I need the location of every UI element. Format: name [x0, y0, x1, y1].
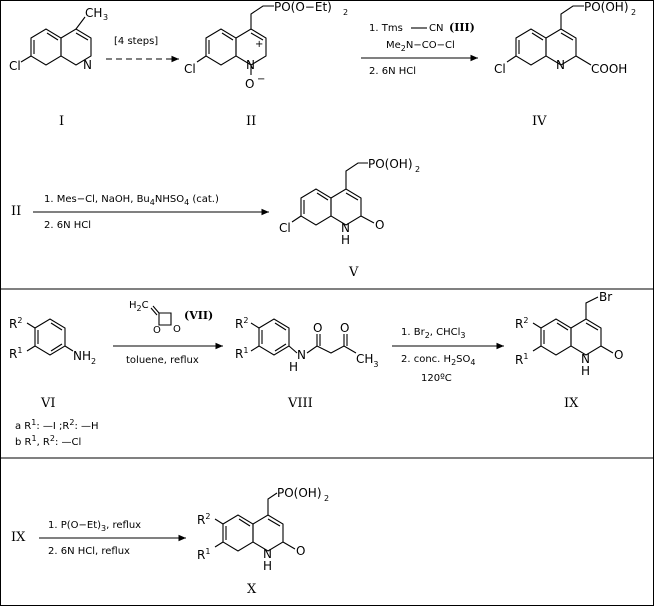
atom-cl: Cl [279, 221, 291, 235]
atom-r2: R2 [197, 512, 210, 527]
group-po-et: PO(O−Et) [274, 1, 332, 14]
label-I: I [59, 114, 64, 129]
label-IV: IV [532, 114, 547, 129]
cond-r2-line3: 2. 6N HCl [369, 66, 416, 77]
atom-r2: R2 [515, 316, 528, 331]
compound-V-structure: Cl PO(OH) 2 N H O [279, 157, 420, 247]
label-IX-start: IX [11, 530, 26, 545]
atom-o: O [375, 218, 384, 232]
atom-r1: R1 [197, 547, 210, 562]
label-III: (III) [449, 21, 475, 34]
atom-o-carbonyl: O [173, 324, 181, 335]
atom-h2c: H2C [129, 300, 149, 313]
compound-X-structure: PO(OH) 2 R2 R1 N H O [197, 486, 329, 573]
atom-r2: R2 [235, 316, 248, 331]
label-VII: (VII) [184, 309, 213, 322]
cond-r5-line2: 2. conc. H2SO4 [401, 354, 475, 367]
compound-IX-structure: Br R2 R1 N H O [515, 290, 623, 378]
compound-IV-structure: Cl PO(OH) 2 N COOH [494, 1, 636, 76]
atom-n: N [297, 348, 306, 362]
group-nh2: NH2 [73, 349, 96, 366]
note-a: a R1: —I ;R2: —H [15, 418, 99, 432]
charge-plus: + [255, 39, 263, 50]
cond-r6-line2: 2. 6N HCl, reflux [48, 546, 130, 557]
atom-ch3-sub: 3 [103, 13, 108, 22]
atom-cl: Cl [494, 62, 506, 76]
compound-II-structure: Cl PO(O−Et) 2 N + O − [184, 1, 348, 91]
cond-r3-line1: 1. Mes−Cl, NaOH, Bu4NHSO4 (cat.) [44, 194, 219, 207]
label-VI: VI [40, 396, 56, 411]
compound-VII-structure: H2C O O [129, 300, 181, 336]
atom-o-minus: O [245, 77, 254, 91]
label-II: II [246, 114, 256, 129]
atom-ch3: CH3 [356, 352, 379, 369]
label-II-start: II [11, 204, 21, 219]
atom-n: N [556, 58, 565, 72]
atom-n: N [246, 58, 255, 72]
atom-r1: R1 [9, 346, 22, 361]
cond-r6-line1: 1. P(O−Et)3, reflux [48, 520, 141, 533]
group-po-oh-sub: 2 [631, 8, 636, 17]
group-po-oh: PO(OH) [584, 1, 629, 14]
note-b: b R1, R2: —Cl [15, 434, 81, 448]
atom-n: N [83, 58, 92, 72]
atom-o-2: O [340, 321, 349, 335]
charge-minus: − [257, 74, 265, 85]
atom-h: H [289, 360, 298, 374]
atom-h: H [341, 233, 350, 247]
cond-r3-line2: 2. 6N HCl [44, 220, 91, 231]
atom-cl: Cl [9, 59, 21, 73]
atom-br: Br [599, 290, 612, 304]
group-po-oh: PO(OH) [277, 486, 322, 500]
atom-n: N [341, 221, 350, 235]
atom-o: O [614, 348, 623, 362]
atom-r1: R1 [515, 352, 528, 367]
cond-r2-line2: Me2N−CO−Cl [386, 40, 455, 53]
atom-h: H [263, 559, 272, 573]
atom-n: N [263, 547, 272, 561]
atom-h: H [581, 364, 590, 378]
cond-r2-cn: CN [429, 23, 443, 34]
compound-I-structure: Cl CH 3 N [9, 6, 108, 73]
atom-o-ring: O [153, 325, 161, 336]
group-po-oh-sub: 2 [324, 494, 329, 503]
atom-ch3: CH [85, 6, 102, 20]
cond-r5-temp: 120ºC [421, 373, 452, 384]
group-po-oh-sub: 2 [415, 165, 420, 174]
atom-n: N [581, 352, 590, 366]
atom-cl: Cl [184, 62, 196, 76]
cond-r2-line1: 1. Tms [369, 23, 403, 34]
atom-r1: R1 [235, 346, 248, 361]
label-IX: IX [564, 396, 579, 411]
group-po-et-sub: 2 [343, 8, 348, 17]
atom-o-1: O [313, 321, 322, 335]
label-V: V [348, 265, 359, 280]
cond-r5-line1: 1. Br2, CHCl3 [401, 327, 466, 340]
label-VIII: VIII [287, 396, 313, 411]
label-X: X [247, 582, 257, 597]
atom-r2: R2 [9, 316, 22, 331]
group-cooh: COOH [591, 62, 627, 76]
cond-4steps: [4 steps] [114, 36, 158, 47]
compound-VIII-structure: R2 R1 N H O O CH3 [235, 316, 379, 374]
atom-o: O [296, 544, 305, 558]
group-po-oh: PO(OH) [368, 157, 413, 171]
compound-VI-structure: R2 R1 NH2 [9, 316, 96, 366]
cond-toluene: toluene, reflux [126, 355, 199, 366]
